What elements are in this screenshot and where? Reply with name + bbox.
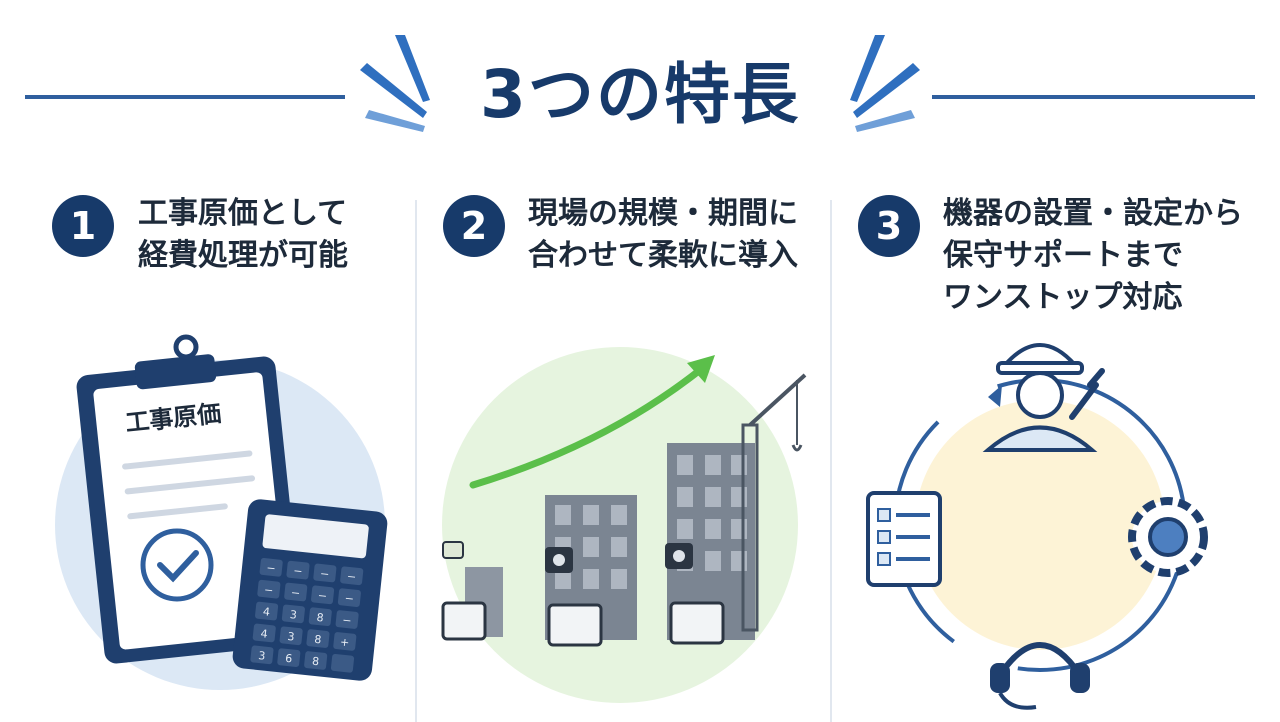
calculator-key xyxy=(281,604,305,624)
feature-line: 保守サポートまで xyxy=(943,238,1183,273)
support-cycle-icon xyxy=(866,343,1208,710)
feature-number-badge: 1 xyxy=(52,195,114,257)
calculator-key xyxy=(304,651,328,670)
calculator-key-label: − xyxy=(263,583,274,597)
calculator-key-label: − xyxy=(319,567,330,581)
header-line-right xyxy=(932,95,1255,99)
calculator-key xyxy=(335,610,359,629)
feature-text: 機器の設置・設定から 保守サポートまで ワンストップ対応 xyxy=(943,193,1243,319)
calculator-key-label: 6 xyxy=(285,652,293,666)
calculator-key xyxy=(330,653,355,673)
buildings-crane-growth-icon xyxy=(441,347,807,703)
calculator-key-label: − xyxy=(293,564,304,578)
calculator-key xyxy=(252,623,276,643)
feature-number-badge: 3 xyxy=(858,195,920,257)
calculator-key-label: 8 xyxy=(314,633,322,647)
calculator-key xyxy=(279,626,303,646)
calculator-key-label: − xyxy=(346,570,357,584)
calculator-key xyxy=(308,607,332,627)
calculator-key xyxy=(257,579,281,599)
calculator-key xyxy=(286,560,310,580)
calculator-key-label: 3 xyxy=(289,608,297,622)
feature-text: 現場の規模・期間に 合わせて柔軟に導入 xyxy=(528,193,798,277)
burst-right-icon xyxy=(850,35,920,132)
feature-line: 工事原価として xyxy=(138,196,348,231)
burst-left-icon xyxy=(360,35,430,132)
calculator-key-label: 3 xyxy=(287,630,295,644)
calculator-key xyxy=(250,645,274,665)
feature-line: 現場の規模・期間に xyxy=(528,196,798,231)
header: 3つの特長 xyxy=(0,0,1280,170)
page-title: 3つの特長 xyxy=(480,56,800,133)
calculator-key-label: 4 xyxy=(260,627,268,641)
calculator-key xyxy=(311,585,335,605)
calculator-key xyxy=(306,629,330,648)
feature-line: ワンストップ対応 xyxy=(943,280,1183,315)
feature-line: 合わせて柔軟に導入 xyxy=(528,238,798,273)
calculator-key-label: 4 xyxy=(262,605,270,619)
feature-text: 工事原価として 経費処理が可能 xyxy=(138,193,348,277)
calculator-key xyxy=(255,601,279,621)
feature-3: 3 機器の設置・設定から 保守サポートまで ワンストップ対応 xyxy=(840,175,1250,722)
calculator-key-label: − xyxy=(342,614,353,628)
feature-line: 機器の設置・設定から xyxy=(943,196,1243,231)
calculator-key-label: + xyxy=(339,635,350,649)
calculator-key-label: − xyxy=(317,589,328,603)
calculator-key-label: − xyxy=(290,586,301,600)
header-line-left xyxy=(25,95,345,99)
calculator-key xyxy=(284,582,308,602)
feature-number-badge: 2 xyxy=(443,195,505,257)
calculator-key-label: 8 xyxy=(316,611,324,625)
column-divider-2 xyxy=(830,200,832,722)
calculator-key-label: 8 xyxy=(311,655,319,669)
calculator-key xyxy=(259,558,283,577)
calculator-key-label: − xyxy=(344,592,355,606)
calculator-key-label: 3 xyxy=(258,649,266,663)
feature-2: 2 現場の規模・期間に 合わせて柔軟に導入 xyxy=(425,175,835,722)
column-divider-1 xyxy=(415,200,417,722)
calculator-key xyxy=(277,648,301,667)
calculator-key xyxy=(313,563,337,583)
calculator-key xyxy=(337,588,361,607)
feature-line: 経費処理が可能 xyxy=(138,238,348,273)
calculator-key xyxy=(333,632,357,651)
calculator-key-label: − xyxy=(266,561,277,575)
calculator-key xyxy=(340,566,364,586)
